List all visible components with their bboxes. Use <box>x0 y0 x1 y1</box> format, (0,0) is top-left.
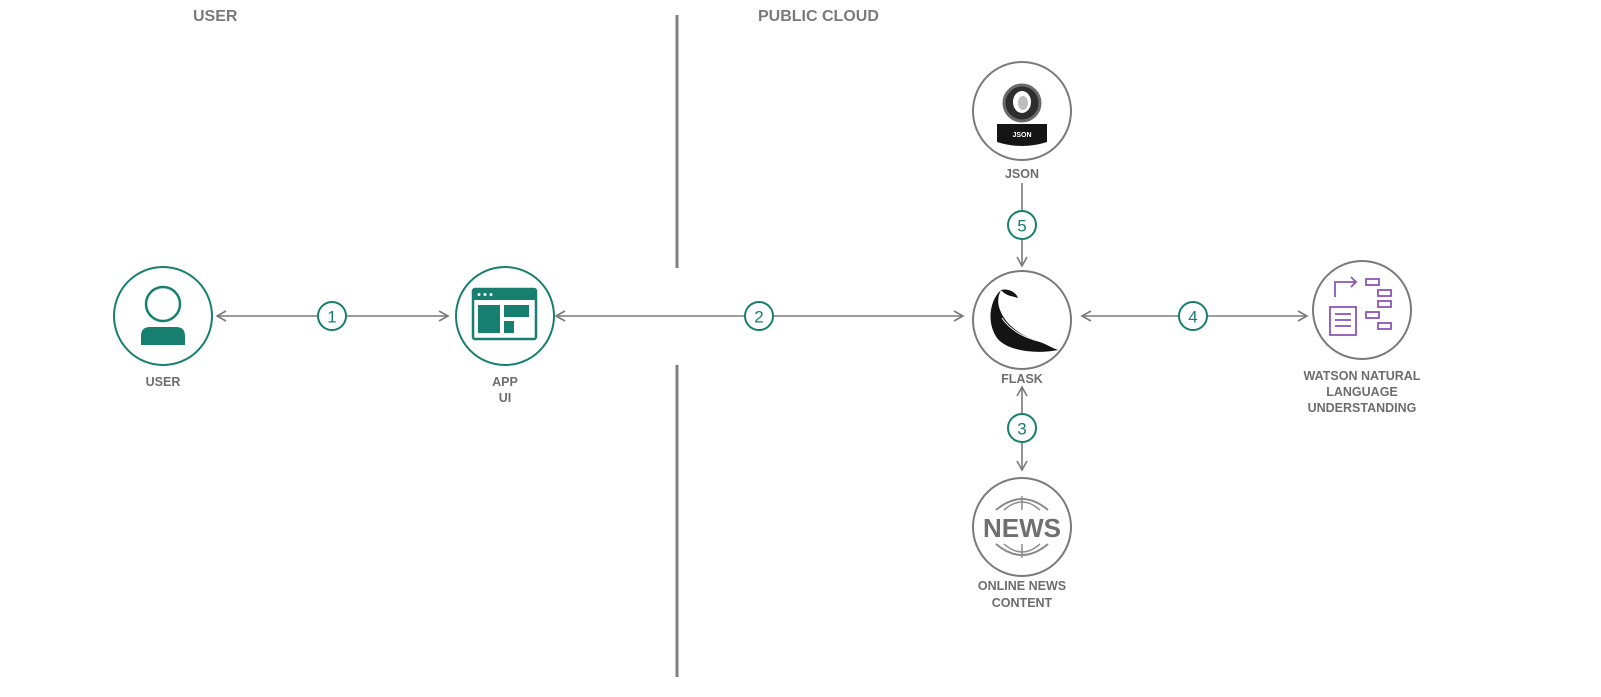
json-logo-text: JSON <box>1012 132 1031 139</box>
node-label-nlu-line1: WATSON NATURAL <box>1304 369 1421 383</box>
step-number: 5 <box>1017 217 1026 236</box>
node-label-news-line2: CONTENT <box>992 596 1053 610</box>
json-logo-icon: JSON <box>997 83 1047 146</box>
news-globe-icon: NEWS <box>983 496 1061 558</box>
step-badge-1: 1 <box>317 301 347 331</box>
step-badge-3: 3 <box>1007 413 1037 443</box>
node-label-news-line1: ONLINE NEWS <box>978 579 1066 593</box>
node-label-nlu-line3: UNDERSTANDING <box>1308 401 1417 415</box>
node-label-json: JSON <box>1005 167 1039 181</box>
node-json: JSON JSON <box>972 61 1072 181</box>
step-badge-5: 5 <box>1007 210 1037 240</box>
node-label-flask: FLASK <box>1001 372 1043 386</box>
node-label-app: APP <box>492 375 518 389</box>
node-label-ui: UI <box>499 391 512 405</box>
step-badge-2: 2 <box>744 301 774 331</box>
step-badge-4: 4 <box>1178 301 1208 331</box>
node-app-ui: APP UI <box>455 266 555 405</box>
node-flask: FLASK <box>972 270 1072 386</box>
step-number: 1 <box>327 308 336 327</box>
step-number: 3 <box>1017 420 1026 439</box>
person-icon <box>141 285 185 345</box>
natural-language-understanding-icon <box>1329 276 1392 336</box>
zone-title-public-cloud: PUBLIC CLOUD <box>758 8 879 25</box>
zone-title-user: USER <box>193 8 238 25</box>
node-label-nlu-line2: LANGUAGE <box>1326 385 1398 399</box>
step-number: 4 <box>1188 308 1197 327</box>
node-news: NEWS ONLINE NEWS CONTENT <box>972 477 1072 610</box>
browser-window-icon <box>471 287 538 341</box>
node-label-user: USER <box>146 375 181 389</box>
flask-horn-logo-icon <box>990 289 1058 352</box>
node-user: USER <box>113 266 213 389</box>
news-logo-text: NEWS <box>983 513 1061 543</box>
step-number: 2 <box>754 308 763 327</box>
node-nlu: WATSON NATURAL LANGUAGE UNDERSTANDING <box>1304 260 1421 415</box>
